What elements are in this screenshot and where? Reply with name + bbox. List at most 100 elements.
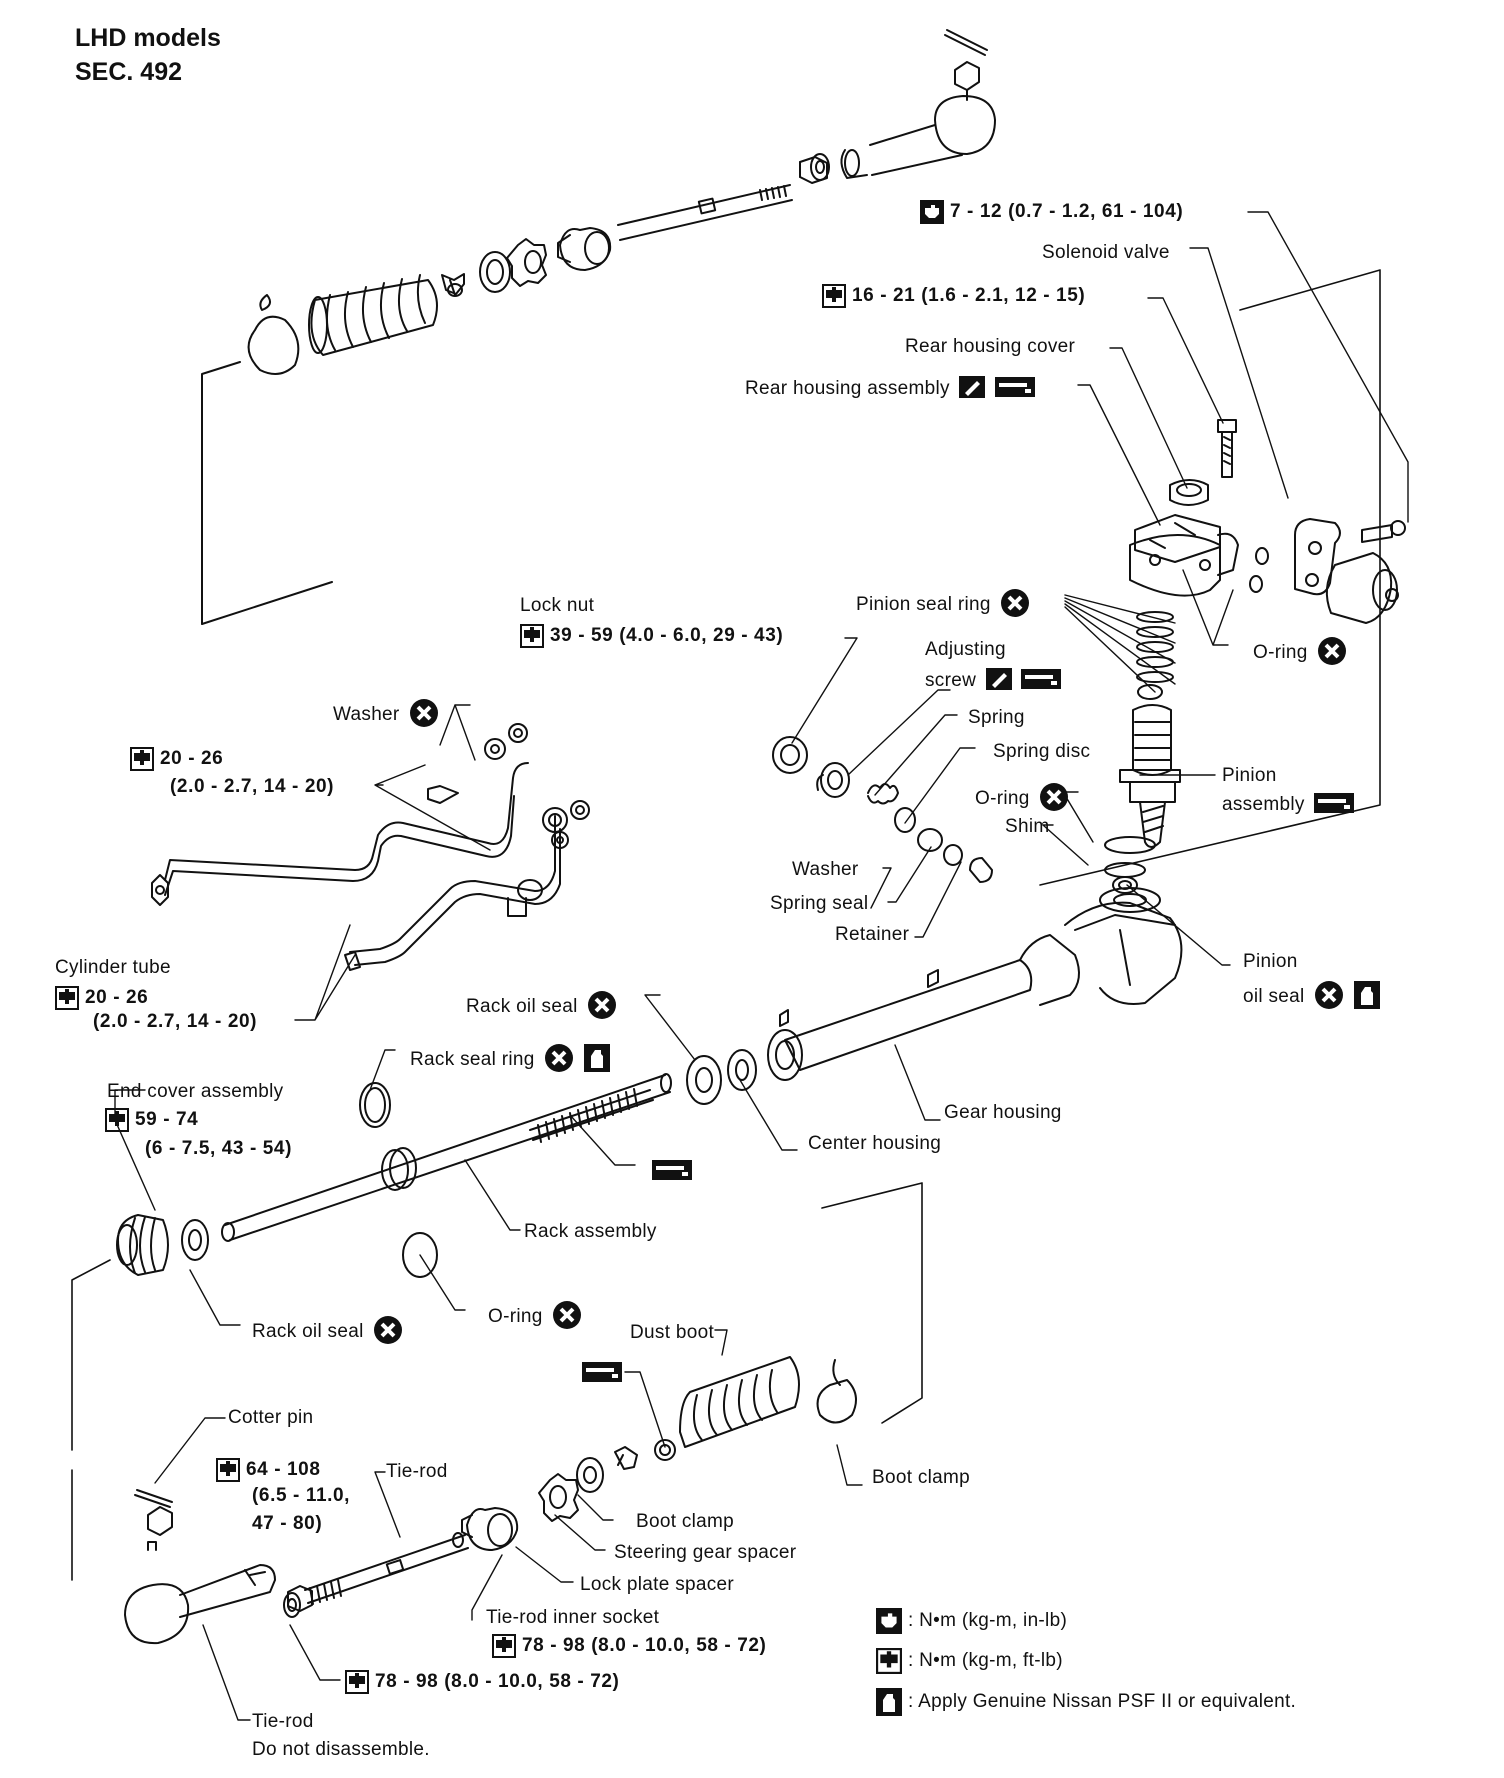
pinion-assembly-text: assembly <box>1222 794 1305 816</box>
small-parts <box>772 736 1156 894</box>
cylinder-torque-line1: 20 - 26 <box>55 986 148 1010</box>
grease-icon <box>652 1160 692 1185</box>
torque-ft-lb-icon <box>876 1648 902 1674</box>
legend-fluid-text: : Apply Genuine Nissan PSF II or equival… <box>908 1691 1297 1713</box>
end-cover-assembly-label: End cover assembly <box>107 1081 284 1102</box>
rear-housing-cover-label: Rear housing cover <box>905 336 1076 357</box>
legend-in-lb: : N•m (kg-m, in-lb) <box>876 1608 1067 1634</box>
screw-text: screw <box>925 670 977 692</box>
o-ring-top-label: O-ring <box>1253 636 1347 670</box>
torque-ft-lb-icon <box>345 1670 369 1694</box>
tie-rod-torque-line3: 47 - 80) <box>252 1513 323 1534</box>
replace-x-icon <box>587 990 617 1024</box>
rack-seal-ring-label: Rack seal ring <box>410 1043 610 1077</box>
grease-icon <box>995 377 1036 401</box>
boot-clamp-right-label: Boot clamp <box>872 1467 971 1488</box>
replace-x-icon <box>544 1043 574 1077</box>
tie-rod-bottom-label: Tie-rod <box>252 1711 314 1732</box>
pinion-assembly <box>1119 611 1181 848</box>
leader-lines <box>114 211 1409 1721</box>
grease-icon <box>582 1362 622 1387</box>
rack-oil-seal-top-label: Rack oil seal <box>466 990 617 1024</box>
spring-disc-label: Spring disc <box>993 741 1091 762</box>
pinion-assembly-label: assembly <box>1222 793 1355 817</box>
rear-housing <box>1129 419 1239 597</box>
replace-x-icon <box>409 698 439 732</box>
inner-tie-rod-bottom <box>304 1507 519 1605</box>
torque-ft-lb-icon <box>216 1458 240 1482</box>
cylinder-torque-line1-value: 20 - 26 <box>85 987 149 1009</box>
replace-x-icon <box>1317 636 1347 670</box>
solenoid-valve-label: Solenoid valve <box>1042 242 1170 263</box>
replace-x-icon <box>1000 588 1030 622</box>
sealant-icon <box>985 668 1012 694</box>
washer-top-text: Washer <box>333 704 400 726</box>
torque-ft-lb-icon <box>105 1108 129 1132</box>
legend-fluid: : Apply Genuine Nissan PSF II or equival… <box>876 1688 1296 1716</box>
rack-seal-ring-text: Rack seal ring <box>410 1049 535 1071</box>
rack-assembly <box>221 1073 672 1278</box>
inner-socket-torque: 78 - 98 (8.0 - 10.0, 58 - 72) <box>492 1634 766 1658</box>
rack-oil-seal-bottom-text: Rack oil seal <box>252 1321 364 1343</box>
lock-plate-spacer-label: Lock plate spacer <box>580 1574 735 1595</box>
pinion-seal-ring-text: Pinion seal ring <box>856 594 991 616</box>
steering-gear-spacer-label: Steering gear spacer <box>614 1542 797 1563</box>
header-line1: LHD models <box>75 24 221 52</box>
shim-label: Shim <box>1005 816 1050 837</box>
center-housing-label: Center housing <box>808 1133 942 1154</box>
tie-rod-torque-line2: (6.5 - 11.0, <box>252 1485 351 1506</box>
washer-mid-label: Washer <box>792 859 859 880</box>
rack-assembly-label: Rack assembly <box>524 1221 657 1242</box>
legend-ft-lb: : N•m (kg-m, ft-lb) <box>876 1648 1063 1674</box>
grease-icon <box>1314 793 1355 817</box>
solenoid-torque-value: 7 - 12 (0.7 - 1.2, 61 - 104) <box>950 201 1184 223</box>
spring-label: Spring <box>968 707 1025 728</box>
washer-top-label: Washer <box>333 698 439 732</box>
outer-tie-rod-end-bottom <box>124 1489 313 1645</box>
washer-torque-line1-value: 20 - 26 <box>160 748 224 770</box>
washer-torque-line1: 20 - 26 <box>130 747 223 771</box>
do-not-disassemble-label: Do not disassemble. <box>252 1739 430 1760</box>
end-cover-torque-line1-value: 59 - 74 <box>135 1109 199 1131</box>
torque-ft-lb-icon <box>492 1634 516 1658</box>
rear-housing-assembly-text: Rear housing assembly <box>745 378 950 400</box>
sealant-icon <box>959 376 986 402</box>
center-housing <box>359 1049 757 1128</box>
lock-nut-torque-value: 39 - 59 (4.0 - 6.0, 29 - 43) <box>550 625 784 647</box>
retainer-label: Retainer <box>835 924 910 945</box>
fluid-icon <box>1353 981 1380 1013</box>
oil-seal-label: oil seal <box>1243 980 1380 1014</box>
end-cover-torque-line1: 59 - 74 <box>105 1108 198 1132</box>
screw-label: screw <box>925 668 1062 694</box>
dust-boot-top <box>308 274 438 356</box>
cylinder-tubes <box>151 723 590 971</box>
guide-lines-top <box>201 269 1381 886</box>
rack-oil-seal-bottom-label: Rack oil seal <box>252 1315 403 1349</box>
rear-housing-assembly-label: Rear housing assembly <box>745 376 1036 402</box>
lower-boot-group <box>538 1356 857 1522</box>
replace-x-icon <box>1314 980 1344 1014</box>
outer-nut-torque: 78 - 98 (8.0 - 10.0, 58 - 72) <box>345 1670 619 1694</box>
lock-nut-torque: 39 - 59 (4.0 - 6.0, 29 - 43) <box>520 624 783 648</box>
adjusting-label: Adjusting <box>925 639 1006 660</box>
oil-seal-text: oil seal <box>1243 986 1305 1008</box>
header-line2: SEC. 492 <box>75 58 183 86</box>
o-ring-bottom-text: O-ring <box>488 1306 543 1328</box>
rear-cover-torque: 16 - 21 (1.6 - 2.1, 12 - 15) <box>822 284 1085 308</box>
fluid-icon <box>876 1688 902 1716</box>
o-ring-mid-label: O-ring <box>975 782 1069 816</box>
o-ring-bottom-label: O-ring <box>488 1300 582 1334</box>
outer-tie-rod-end-top <box>799 29 996 184</box>
pinion-label: Pinion <box>1222 765 1277 786</box>
o-ring-mid-text: O-ring <box>975 788 1030 810</box>
pinion-oil-label: Pinion <box>1243 951 1298 972</box>
torque-in-lb-icon <box>876 1608 902 1634</box>
tie-rod-torque-line1: 64 - 108 <box>216 1458 321 1482</box>
torque-ft-lb-icon <box>130 747 154 771</box>
lock-nut-label: Lock nut <box>520 595 595 616</box>
fluid-icon <box>583 1044 610 1076</box>
tie-rod-torque-line1-value: 64 - 108 <box>246 1459 321 1481</box>
solenoid-torque: 7 - 12 (0.7 - 1.2, 61 - 104) <box>920 200 1183 224</box>
gear-housing-label: Gear housing <box>944 1102 1062 1123</box>
cotter-pin-label: Cotter pin <box>228 1407 314 1428</box>
